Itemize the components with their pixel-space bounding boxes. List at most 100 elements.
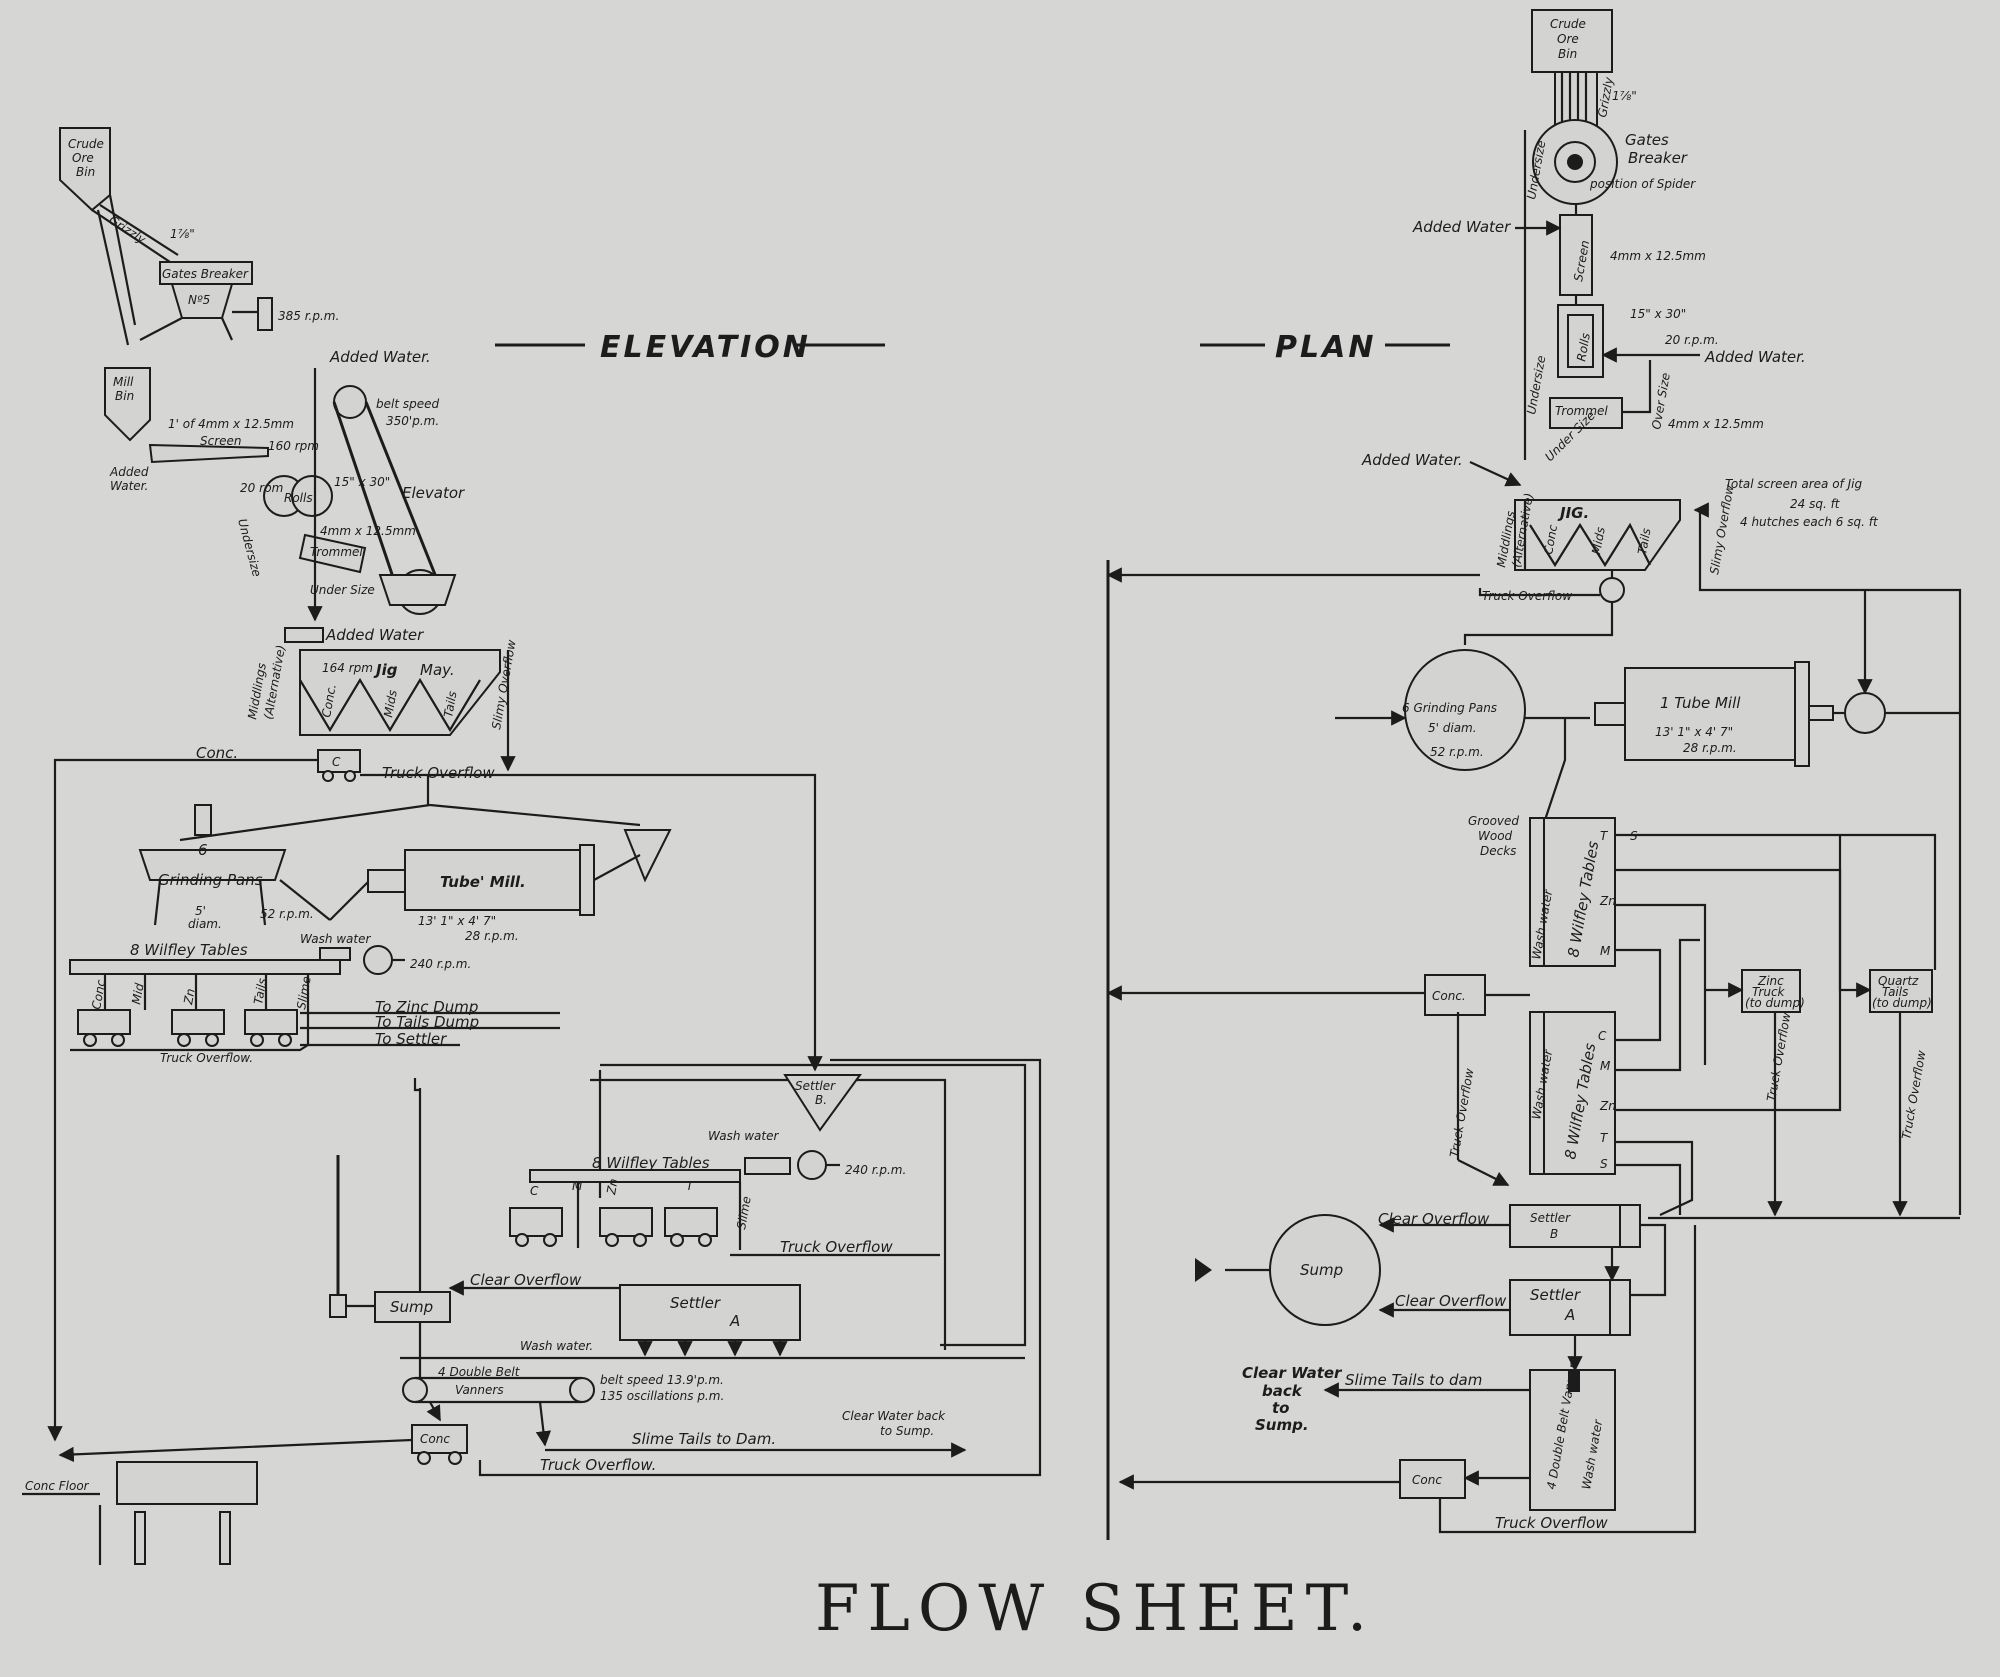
elev-truck-overflow-2: Truck Overflow [780,1238,893,1256]
svg-text:5': 5' [195,904,206,918]
svg-text:B: B [1550,1227,1558,1241]
elev-added-water-1: Added Water. [329,348,431,366]
plan-screen: Screen 4mm x 12.5mm [1559,214,1706,296]
svg-text:Tails: Tails [441,690,459,718]
svg-text:Quartz: Quartz [1878,974,1919,988]
svg-text:Conc.: Conc. [1432,989,1466,1003]
svg-text:Screen: Screen [200,434,242,448]
elev-grizzly-label: Grizzly [106,213,148,247]
svg-text:5' diam.: 5' diam. [1428,721,1477,735]
svg-text:T: T [1600,1131,1609,1145]
elev2-prod-t: T [686,1179,695,1193]
elev-prod-conc: Conc [89,978,108,1010]
svg-text:Mill: Mill [113,375,134,389]
svg-text:4 Double Belt: 4 Double Belt [438,1365,521,1379]
svg-text:Ore: Ore [72,151,94,165]
elev-truck-overflow-1: Truck Overflow. [160,1051,253,1065]
elevation-panel: ELEVATION Crude Ore Bin Grizzly 1⅞" Gate… [22,127,1042,1565]
svg-text:(to dump): (to dump) [1745,996,1805,1010]
svg-text:C: C [1598,1029,1607,1043]
svg-text:13' 1" x 4' 7": 13' 1" x 4' 7" [418,914,496,928]
svg-text:(to dump): (to dump) [1872,996,1932,1010]
svg-text:Settler: Settler [670,1294,721,1312]
elev-slime-tails: Slime Tails to Dam. [632,1430,776,1448]
svg-text:Zinc: Zinc [1757,974,1784,988]
plan-added-water-1: Added Water [1412,218,1511,236]
svg-text:Grooved: Grooved [1468,814,1519,828]
svg-text:Rolls: Rolls [284,491,313,505]
elev-clear-water-back: Clear Water back [842,1409,946,1423]
elev-grizzly-size: 1⅞" [170,227,195,241]
svg-text:28 r.p.m.: 28 r.p.m. [1683,741,1737,755]
svg-text:Conc: Conc [1412,1473,1442,1487]
svg-text:Added Water: Added Water [325,626,424,644]
elev-to-tails-dump: To Tails Dump [375,1013,479,1031]
elev-tube-mill: Tube' Mill. 13' 1" x 4' 7" 28 r.p.m. [367,829,672,943]
plan-clear-water-sump: Sump. [1255,1416,1309,1434]
plan-zinc-truck: Zinc Truck (to dump) [1741,969,1805,1013]
elev-under-size: Under Size [310,583,375,597]
plan-vanners: 4 Double Belt Vanners Wash water [1529,1356,1616,1511]
svg-text:Nº5: Nº5 [188,293,210,307]
elev-clear-overflow: Clear Overflow [470,1271,582,1289]
svg-text:A: A [729,1312,740,1330]
plan-truck-overflow-2: Truck Overflow [1447,1067,1476,1158]
elev-trucks-2 [509,1207,718,1247]
svg-text:Wash water: Wash water [708,1129,779,1143]
svg-text:diam.: diam. [188,917,222,931]
elev-clear-water-sump: to Sump. [880,1424,934,1438]
elev-undersize: Undersize [235,517,264,578]
elev-elevator: belt speed 350'p.m. Elevator [332,385,465,615]
svg-text:350'p.m.: 350'p.m. [386,414,439,428]
plan-clear-overflow-1: Clear Overflow [1378,1210,1490,1228]
elev2-prod-c: C [530,1184,539,1198]
svg-text:Sump: Sump [390,1298,433,1316]
elev-trucks-1 [77,1009,298,1047]
svg-text:Decks: Decks [1480,844,1516,858]
elev-to-settler: To Settler [375,1030,447,1048]
svg-text:Bin: Bin [76,165,95,179]
plan-wilfley-tables-2: Wash water 8 Wilfley Tables C M Zn T S [1529,1011,1616,1175]
svg-text:Crude: Crude [1550,17,1586,31]
svg-text:8 Wilfley Tables: 8 Wilfley Tables [592,1154,710,1172]
svg-text:Mids: Mids [1589,526,1608,556]
elev-screen: 1' of 4mm x 12.5mm Screen 160 rpm [148,417,319,464]
svg-text:Rolls: Rolls [1574,332,1593,363]
svg-text:ELEVATION: ELEVATION [600,330,811,365]
svg-text:15" x 30": 15" x 30" [1630,307,1686,321]
plan-added-water-3: Added Water. [1361,451,1463,469]
svg-text:Added Water.: Added Water. [1704,348,1806,366]
elev-conc-label: Conc. [196,744,238,762]
plan-wilfley-tables-1: Grooved Wood Decks Wash water 8 Wilfley … [1468,814,1638,967]
svg-text:Conc.: Conc. [319,683,339,719]
elev2-prod-slime: Slime [734,1195,754,1230]
svg-text:A: A [1564,1306,1575,1324]
svg-text:1 Tube Mill: 1 Tube Mill [1660,694,1741,712]
elev-added-water-2-b: Water. [110,479,148,493]
svg-text:52 r.p.m.: 52 r.p.m. [260,907,314,921]
svg-text:Conc: Conc [420,1432,450,1446]
plan-screen-area-hutches: 4 hutches each 6 sq. ft [1740,515,1879,529]
flow-sheet-title: FLOW SHEET. [815,1572,1375,1646]
svg-text:position of Spider: position of Spider [1589,177,1696,191]
svg-text:385 r.p.m.: 385 r.p.m. [278,309,339,323]
svg-text:6: 6 [198,841,208,859]
svg-text:M: M [1600,944,1611,958]
svg-text:20 rpm: 20 rpm [240,481,283,495]
elev-conc-floor: Conc Floor [22,1461,258,1565]
elev-settler-a: Settler A [619,1284,801,1357]
elev-settler-b: Settler B. [783,1074,862,1132]
plan-crude-ore-bin: Crude Ore Bin [1531,9,1613,73]
plan-conc-2: Conc [1399,1459,1466,1499]
svg-text:164 rpm: 164 rpm [322,661,373,675]
svg-text:6 Grinding Pans: 6 Grinding Pans [1402,701,1497,715]
plan-grinding-pans: 6 Grinding Pans 5' diam. 52 r.p.m. [1402,649,1526,771]
plan-slimy-overflow: Slimy Overflow [1707,484,1737,576]
svg-text:Truck: Truck [1752,985,1786,999]
svg-text:240 r.p.m.: 240 r.p.m. [845,1163,906,1177]
svg-text:belt speed 13.9'p.m.: belt speed 13.9'p.m. [600,1373,724,1387]
svg-text:Wash water: Wash water [300,932,371,946]
elev-gates-breaker: Gates Breaker Nº5 385 r.p.m. [139,261,339,341]
svg-text:Grinding Pans: Grinding Pans [158,871,263,889]
